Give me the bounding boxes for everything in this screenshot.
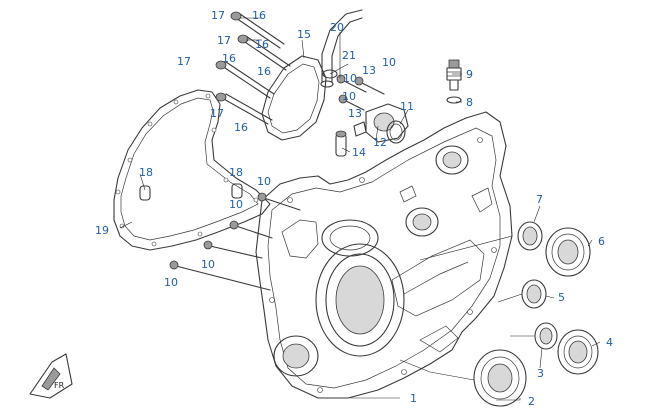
- cover-gasket: [113, 89, 271, 251]
- o-ring-11: [386, 120, 406, 144]
- leader-lines: [119, 17, 601, 401]
- callout-16: 16: [234, 121, 248, 134]
- callout-13: 13: [348, 107, 362, 120]
- callout-10: 10: [342, 90, 356, 103]
- callout-8: 8: [466, 96, 473, 109]
- callout-12: 12: [373, 136, 387, 149]
- callout-16: 16: [222, 52, 236, 65]
- callout-10: 10: [164, 276, 178, 289]
- oil-seal-5: [521, 279, 547, 309]
- callout-15: 15: [297, 28, 311, 41]
- callout-16: 16: [257, 65, 271, 78]
- callout-13: 13: [362, 64, 376, 77]
- front-direction-marker: FR: [29, 353, 73, 399]
- callout-5: 5: [558, 291, 565, 304]
- callout-21: 21: [342, 49, 356, 62]
- cover-small-gasket: [261, 55, 327, 141]
- callout-17: 17: [217, 34, 231, 47]
- crankcase-half: [255, 111, 513, 399]
- callout-10: 10: [229, 198, 243, 211]
- bearing-4: [557, 329, 599, 375]
- oil-seal-7: [517, 221, 543, 251]
- callout-16: 16: [252, 9, 266, 22]
- callout-7: 7: [536, 193, 543, 206]
- callout-17: 17: [210, 107, 224, 120]
- callout-20: 20: [330, 21, 344, 34]
- callout-10: 10: [343, 72, 357, 85]
- callout-19: 19: [95, 224, 109, 237]
- small-bolts: [169, 74, 385, 291]
- oil-seal-3: [534, 322, 558, 350]
- callout-11: 11: [400, 100, 414, 113]
- callout-14: 14: [352, 146, 366, 159]
- callout-2: 2: [528, 395, 535, 408]
- callout-labels: 17 16 20 15 17 16 21 17 16 13 10 16 10 9…: [95, 9, 613, 408]
- callout-4: 4: [606, 336, 613, 349]
- callout-9: 9: [466, 68, 473, 81]
- dowel-pins-18: [139, 183, 243, 201]
- callout-17: 17: [211, 9, 225, 22]
- callout-18: 18: [229, 166, 243, 179]
- callout-16: 16: [255, 38, 269, 51]
- sensor-washer: [446, 96, 462, 104]
- bolts-16: [215, 11, 291, 125]
- thermostat-housing: [353, 103, 409, 143]
- callout-1: 1: [410, 392, 417, 405]
- callout-10: 10: [257, 175, 271, 188]
- callout-10: 10: [201, 258, 215, 271]
- callout-3: 3: [537, 367, 544, 380]
- callout-10: 10: [382, 56, 396, 69]
- bearing-2: [473, 349, 527, 407]
- o-ring-21: [322, 69, 338, 79]
- sleeve-14: [335, 130, 347, 157]
- front-marker-text: FR: [54, 381, 65, 390]
- callout-18: 18: [139, 166, 153, 179]
- temperature-sensor: [446, 59, 462, 91]
- bearing-6: [545, 227, 591, 277]
- water-pipe: [320, 9, 363, 88]
- callout-17: 17: [177, 55, 191, 68]
- callout-6: 6: [598, 235, 605, 248]
